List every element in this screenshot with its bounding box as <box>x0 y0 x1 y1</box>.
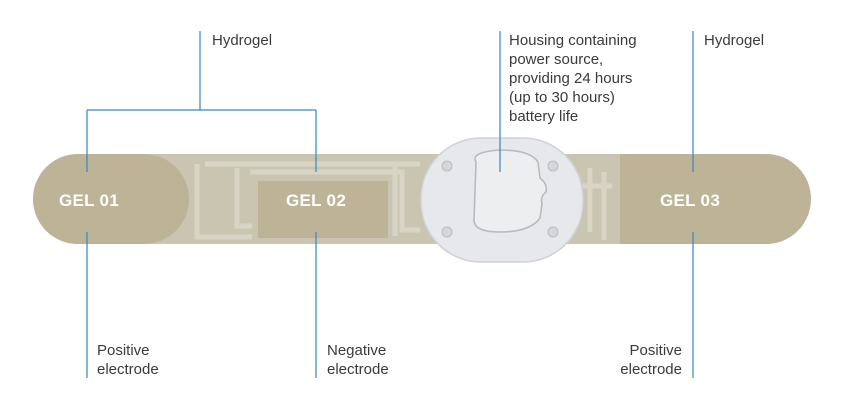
power-housing <box>420 137 584 263</box>
circuit-traces <box>194 161 612 240</box>
gel-pad-01 <box>33 154 189 244</box>
leader-lines <box>86 31 694 378</box>
gel-pad-03 <box>620 154 811 244</box>
positive-electrode-left-label: Positive electrode <box>97 342 159 378</box>
housing-label: Housing containing power source, providi… <box>509 32 637 125</box>
negative-electrode-label: Negative electrode <box>327 342 389 378</box>
hydrogel-left-label: Hydrogel <box>212 32 273 49</box>
hydrogel-bracket-line <box>86 31 317 172</box>
hydrogel-right-label: Hydrogel <box>704 32 765 49</box>
positive-electrode-right-label: Positive electrode <box>620 342 682 378</box>
gel-pad-02 <box>258 181 388 238</box>
gel-03-label: GEL 03 <box>660 191 721 210</box>
gel-02-label: GEL 02 <box>286 191 347 210</box>
gel-01-label: GEL 01 <box>59 191 120 210</box>
